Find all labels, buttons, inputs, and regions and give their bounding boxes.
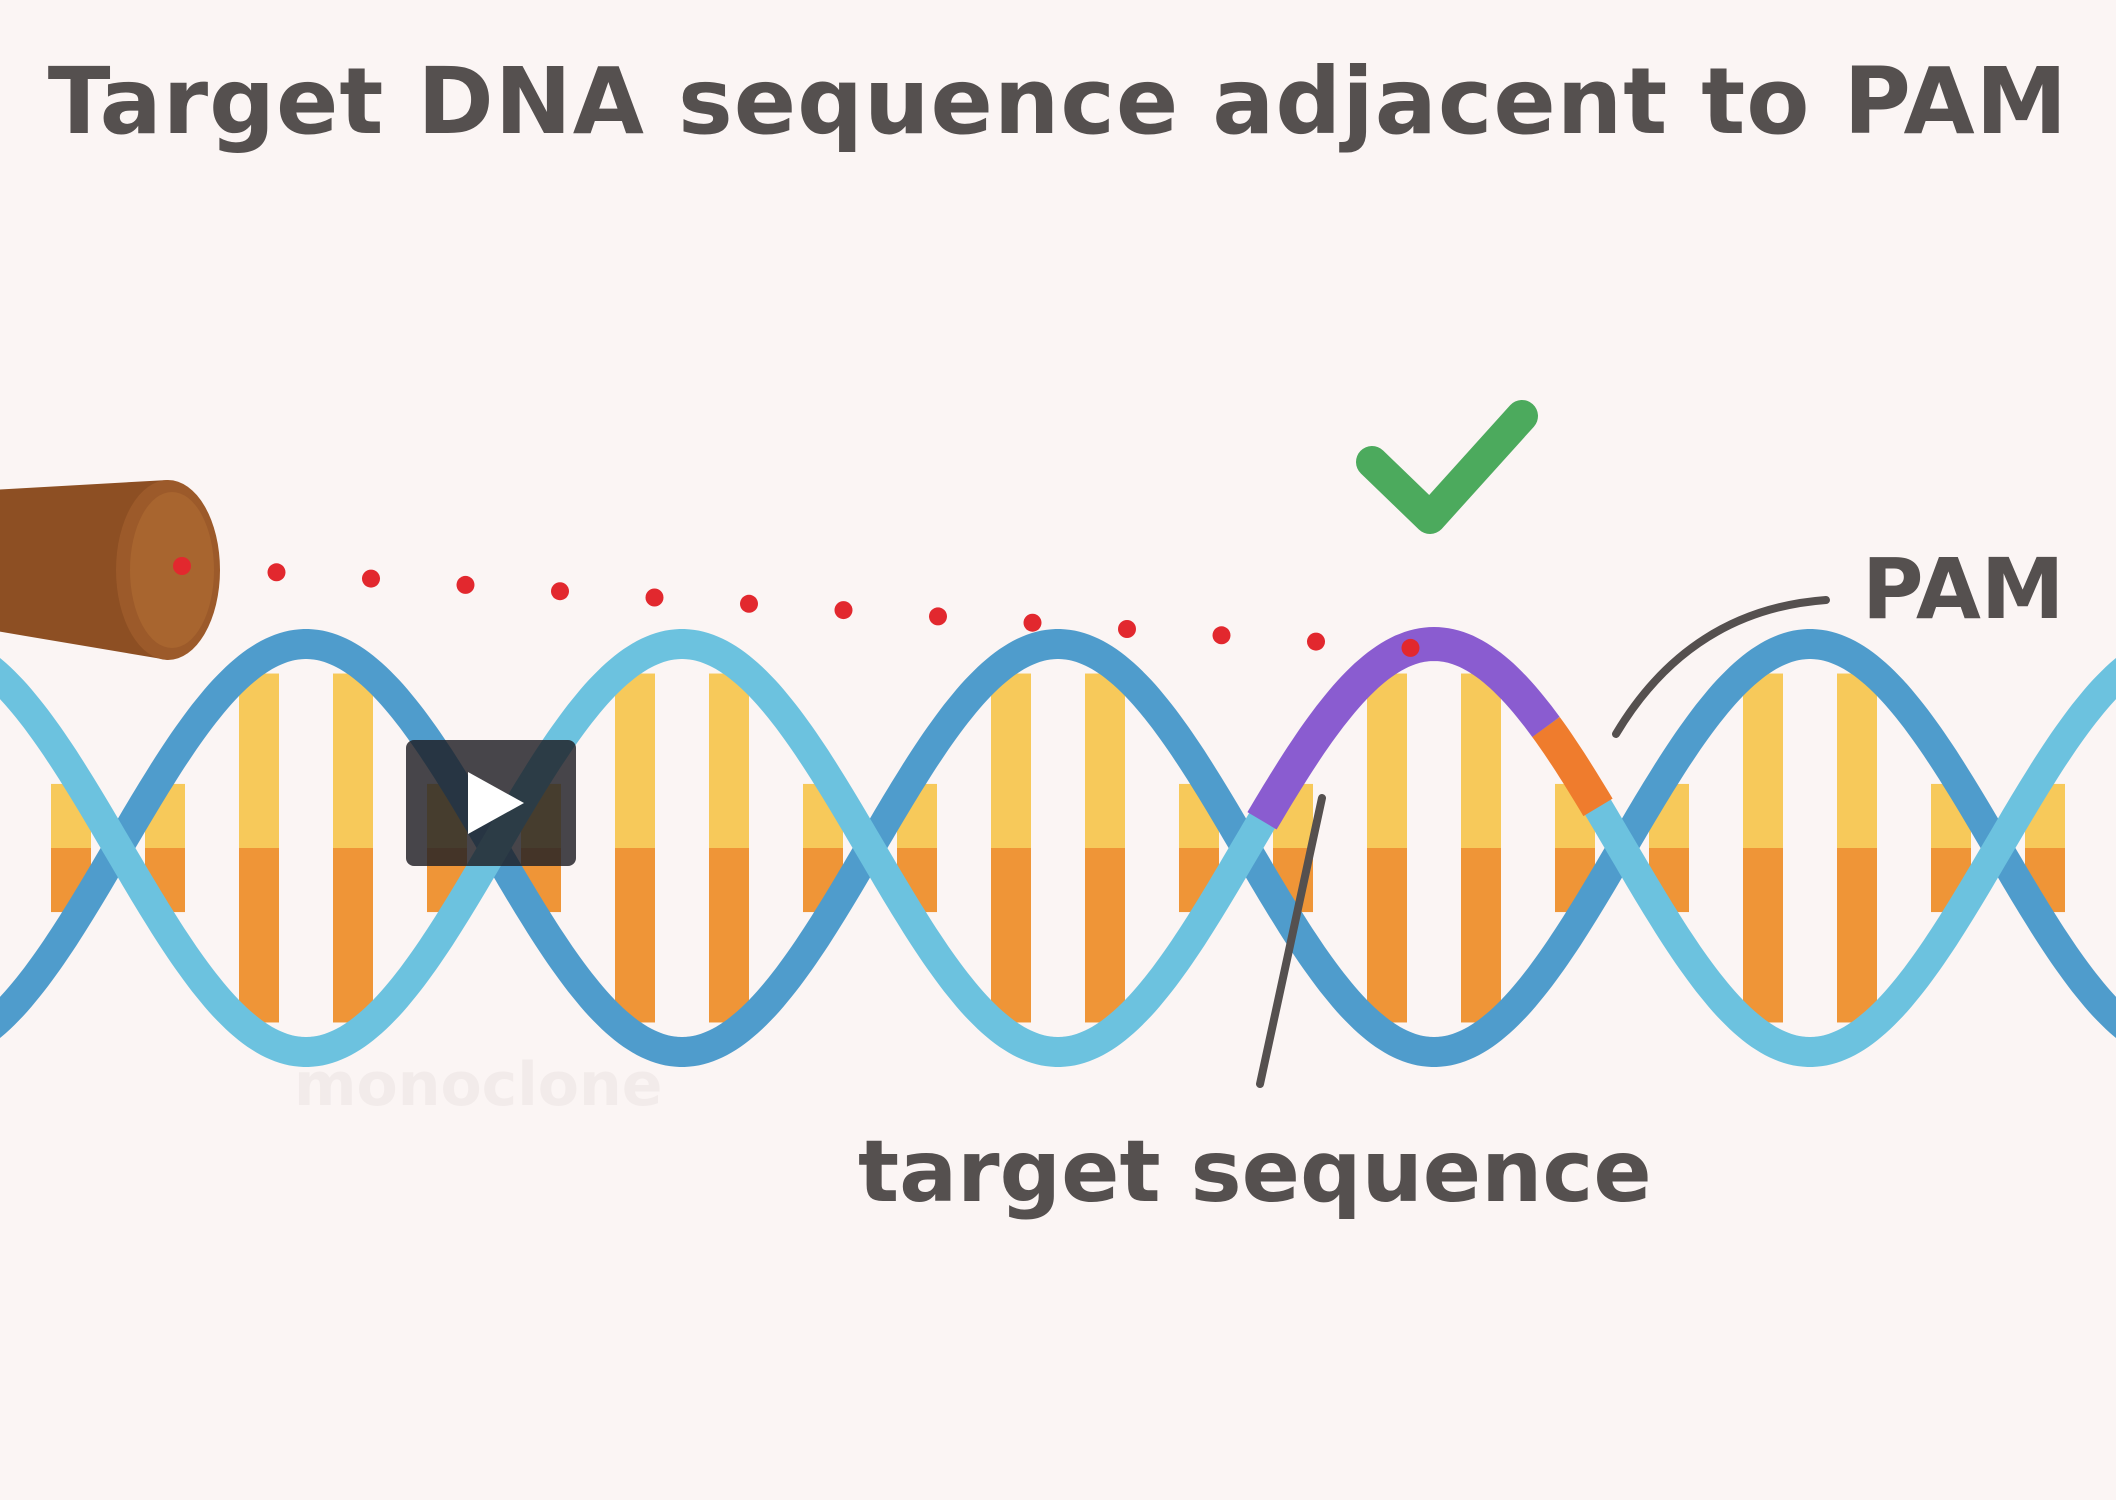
- base-yellow: [1367, 673, 1407, 848]
- base-yellow: [1837, 673, 1877, 848]
- pam-highlight: [1532, 717, 1613, 817]
- base-yellow: [1461, 673, 1501, 848]
- base-yellow: [615, 673, 655, 848]
- base-orange: [239, 848, 279, 1023]
- scan-dot: [456, 575, 475, 594]
- scan-dot: [645, 588, 664, 607]
- base-pairs: [51, 673, 2065, 1023]
- scan-dot: [1307, 632, 1325, 651]
- base-yellow: [333, 673, 373, 848]
- play-icon: [468, 772, 524, 834]
- base-orange: [1743, 848, 1783, 1023]
- base-orange: [991, 848, 1031, 1023]
- dna-strand-front: [0, 629, 2116, 1067]
- scan-dot: [834, 601, 853, 620]
- scan-dot: [1212, 626, 1231, 645]
- scan-dot: [1401, 638, 1420, 657]
- page-title: Target DNA sequence adjacent to PAM: [47, 48, 2069, 155]
- scan-dot: [740, 594, 758, 613]
- base-yellow: [991, 673, 1031, 848]
- scan-dot: [551, 582, 569, 601]
- base-yellow: [709, 673, 749, 848]
- base-orange: [1367, 848, 1407, 1023]
- base-orange: [615, 848, 655, 1023]
- scan-dot: [1118, 620, 1136, 638]
- base-orange: [1837, 848, 1877, 1023]
- scan-dot: [173, 557, 191, 575]
- cylinder-icon: [0, 480, 220, 660]
- base-yellow: [1743, 673, 1783, 848]
- scan-dot: [1023, 613, 1042, 632]
- base-orange: [333, 848, 373, 1023]
- pam-label: PAM: [1862, 540, 2065, 638]
- base-yellow: [1085, 673, 1125, 848]
- check-icon: [1356, 400, 1538, 534]
- play-button[interactable]: [406, 740, 576, 866]
- scan-dot: [267, 563, 286, 582]
- target-sequence-label: target sequence: [858, 1122, 1652, 1222]
- watermark: monoclone: [294, 1050, 663, 1120]
- dna-strand-back: [0, 629, 2116, 1067]
- base-orange: [1461, 848, 1501, 1023]
- base-yellow: [239, 673, 279, 848]
- base-orange: [1085, 848, 1125, 1023]
- scan-dot: [929, 607, 947, 626]
- base-orange: [709, 848, 749, 1023]
- scanning-dots: [173, 557, 1420, 657]
- target-leader-line: [1256, 794, 1326, 1088]
- pam-leader-line: [1612, 596, 1830, 738]
- scan-dot: [362, 569, 380, 588]
